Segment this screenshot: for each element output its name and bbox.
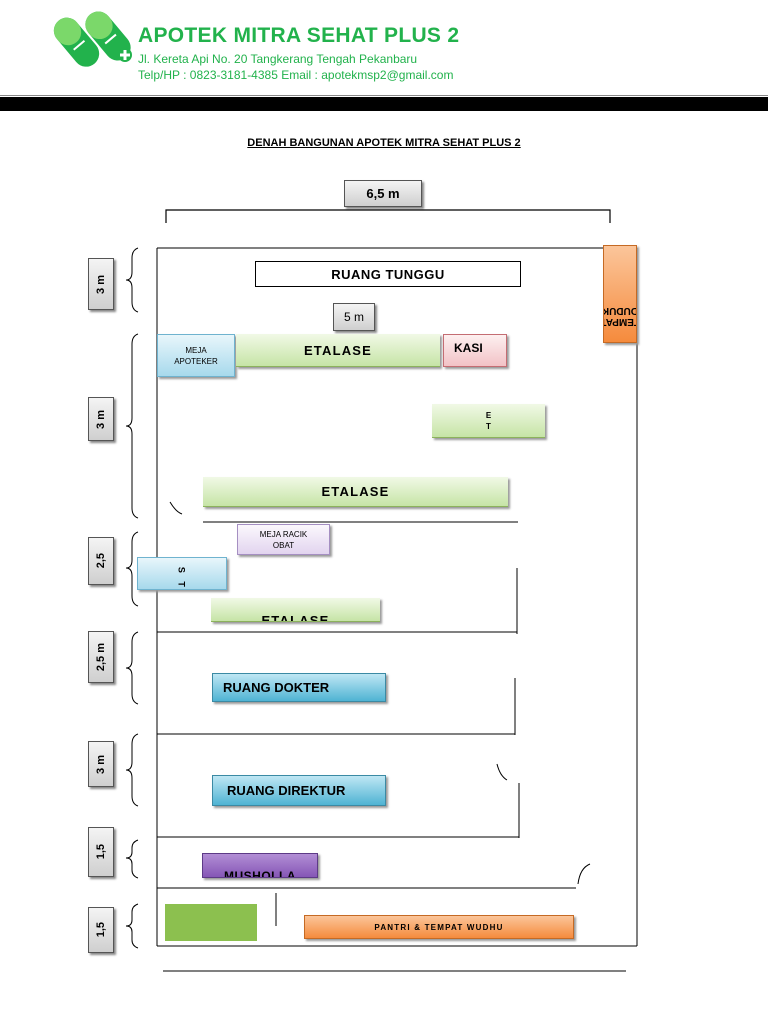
header-rule	[0, 97, 768, 111]
cross-icon	[118, 48, 132, 62]
pharmacy-name: APOTEK MITRA SEHAT PLUS 2	[138, 24, 460, 47]
meja-apoteker: MEJA APOTEKER	[157, 334, 235, 377]
header-rule-thin	[0, 95, 768, 96]
kasir: KASI	[443, 334, 507, 367]
height-dimension-4: 2,5 m	[88, 631, 114, 683]
toilet-area	[165, 904, 257, 941]
height-dimension-7: 1,5	[88, 907, 114, 953]
etalase-1: ETALASE	[236, 334, 440, 367]
etalase-2: ETALASE	[203, 477, 508, 507]
etalase-3: ETALASE	[211, 598, 380, 622]
pharmacy-address: Jl. Kereta Api No. 20 Tangkerang Tengah …	[138, 52, 418, 66]
ruang-tunggu: RUANG TUNGGU	[255, 261, 521, 287]
pharmacy-contact: Telp/HP : 0823-3181-4385 Email : apotekm…	[138, 68, 454, 82]
ruang-dokter: RUANG DOKTER	[212, 673, 386, 702]
pantri-tempat-wudhu: PANTRI & TEMPAT WUDHU	[304, 915, 574, 939]
height-dimension-6: 1,5	[88, 827, 114, 877]
etalase-side: E T	[432, 404, 545, 438]
tempat-duduk: TEMPAT DUDUK	[603, 245, 637, 343]
width-dimension: 6,5 m	[344, 180, 422, 207]
height-dimension-5: 3 m	[88, 741, 114, 787]
height-dimension-2: 3 m	[88, 397, 114, 441]
musholla: MUSHOLLA	[202, 853, 318, 878]
meja-racik-obat: MEJA RACIK OBAT	[237, 524, 330, 555]
width-bracket	[165, 209, 611, 223]
westafel: W E S T A -	[137, 557, 227, 590]
ruang-direktur: RUANG DIREKTUR	[212, 775, 386, 806]
pill-logo-icon	[53, 11, 131, 67]
height-dimension-1: 3 m	[88, 258, 114, 310]
inner-dimension: 5 m	[333, 303, 375, 331]
plan-title: DENAH BANGUNAN APOTEK MITRA SEHAT PLUS 2	[247, 137, 521, 149]
height-dimension-3: 2,5	[88, 537, 114, 585]
